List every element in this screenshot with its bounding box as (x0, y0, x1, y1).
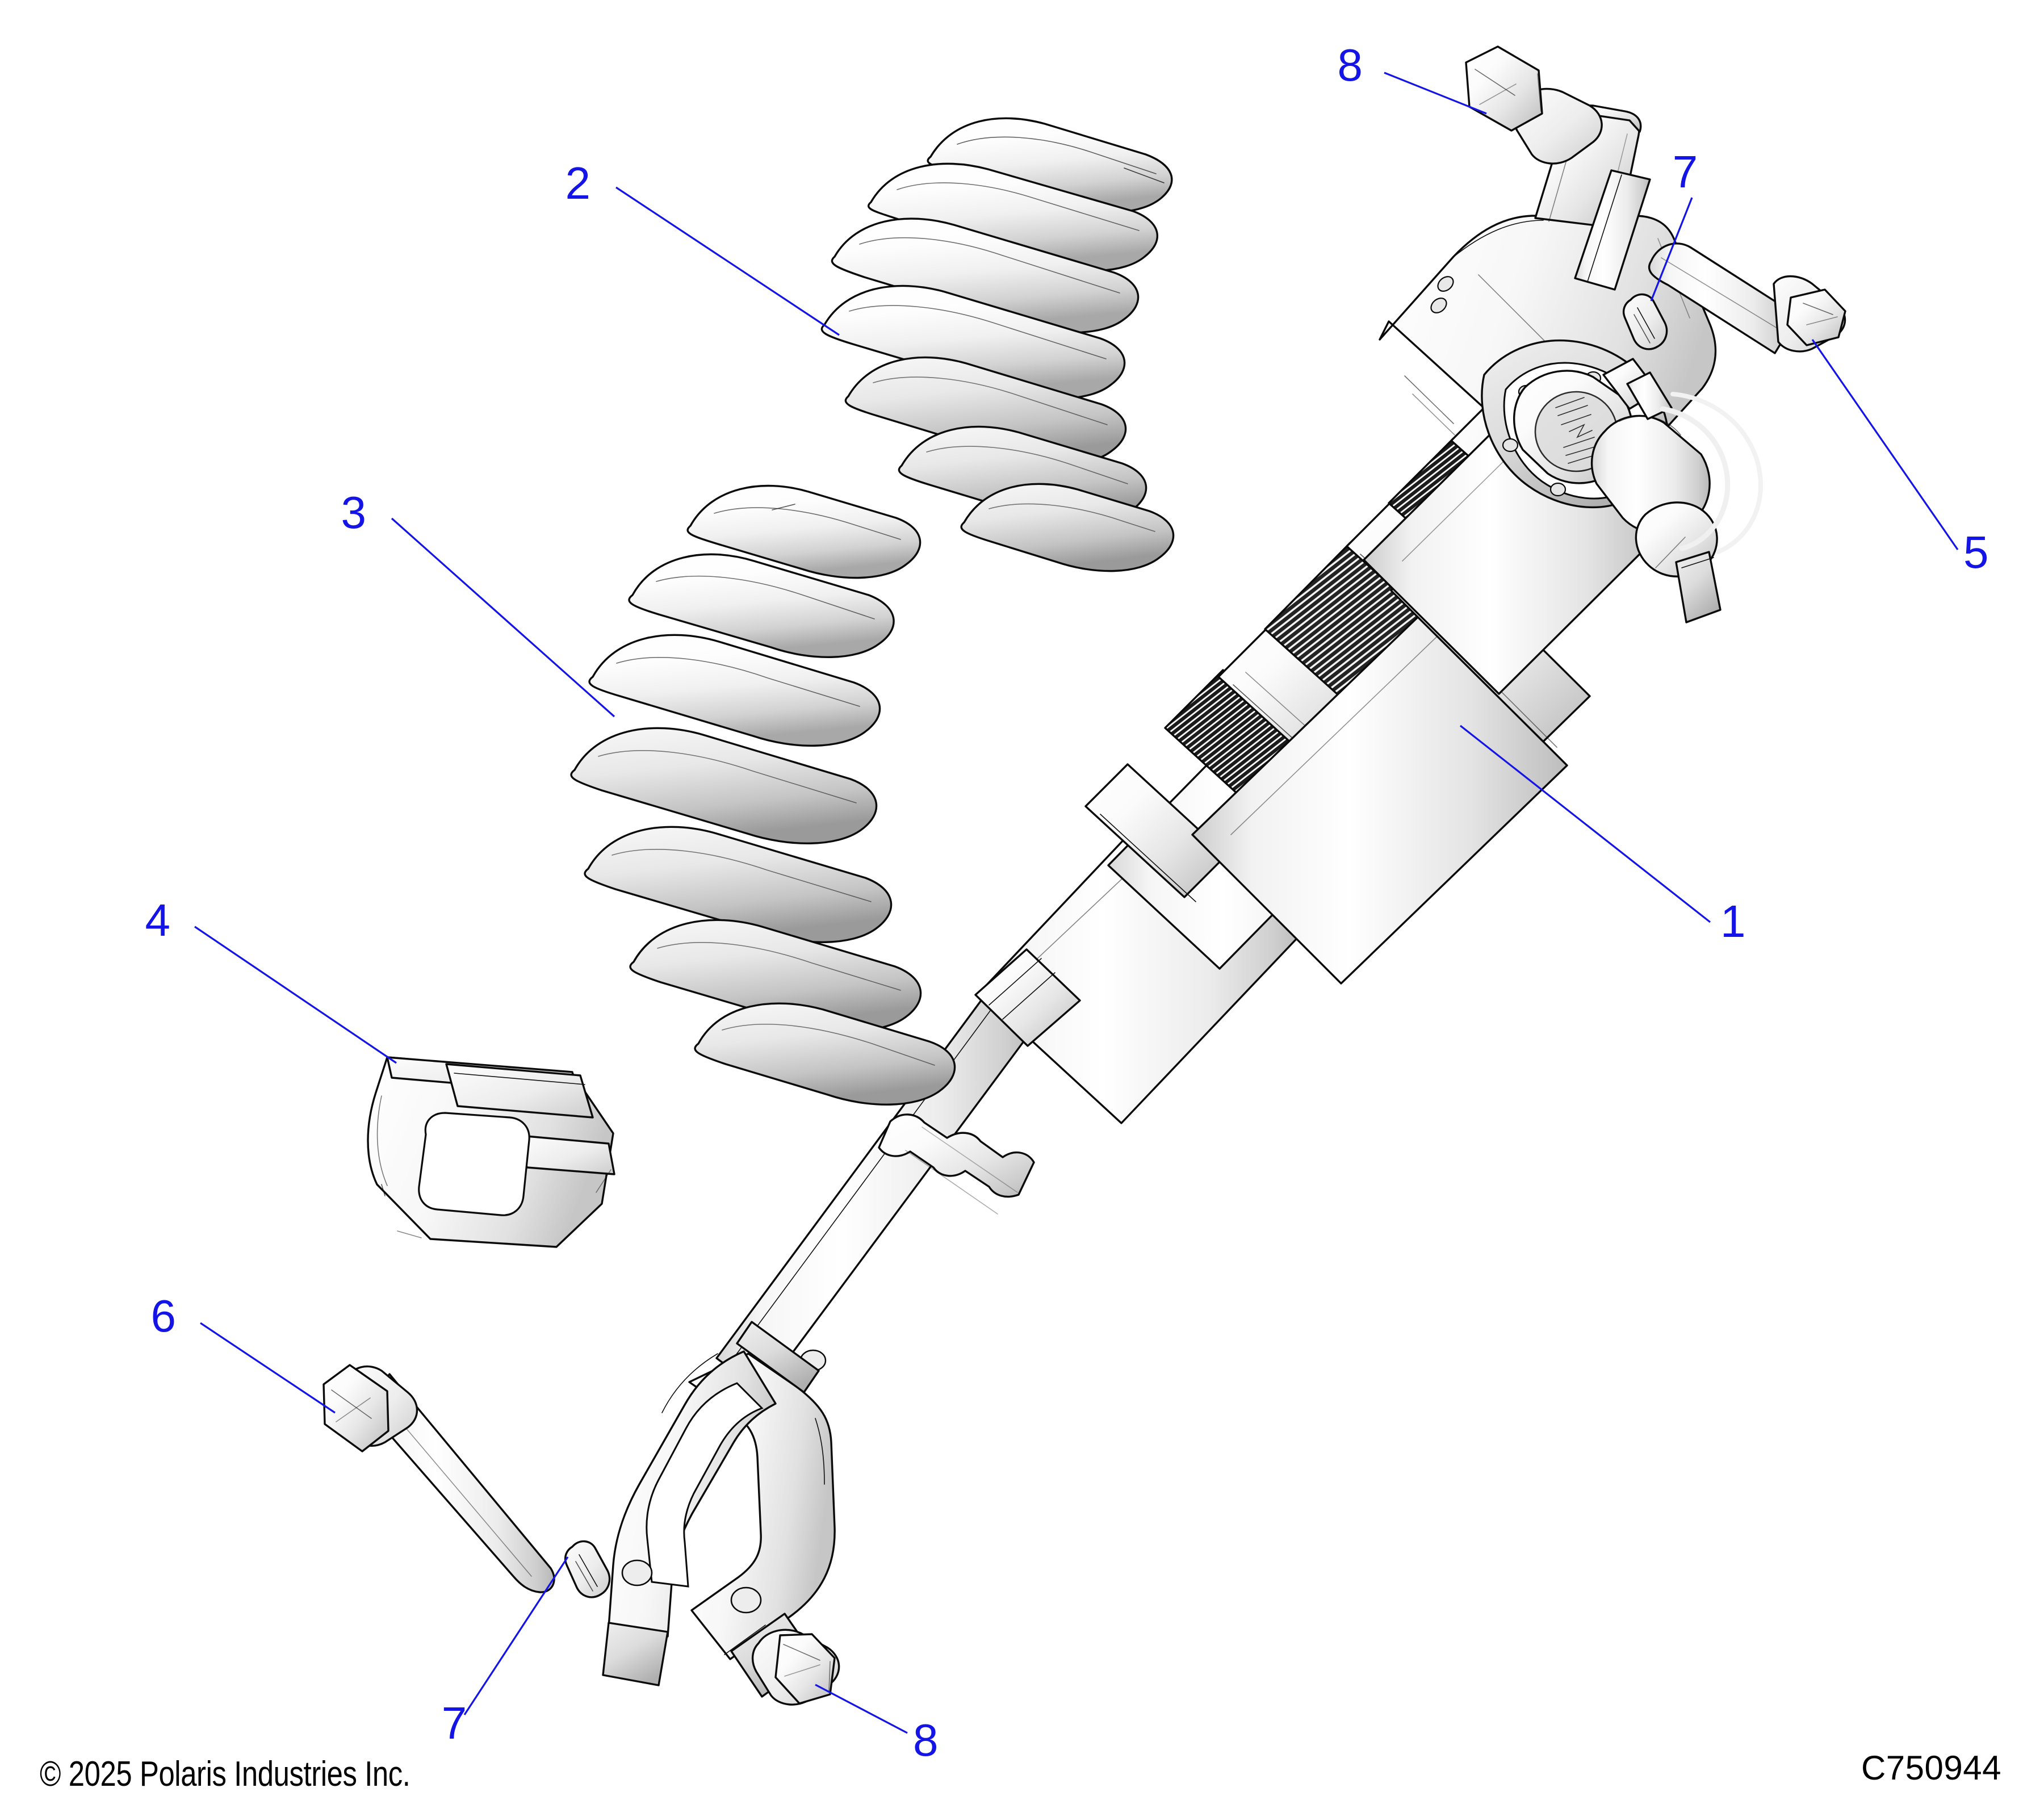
fork-pivot-hole-right (730, 1586, 762, 1614)
housing-boss-hole-1 (1437, 276, 1454, 292)
callout-2-leader (615, 186, 840, 336)
callout-8-upper-label: 8 (1338, 40, 1363, 90)
callout-3-label: 3 (341, 487, 367, 538)
upper-coil-spring (820, 117, 1175, 572)
callout-7-upper-leader (1650, 197, 1693, 302)
electronic-damping-valve (1481, 339, 1764, 623)
callout-6[interactable]: 6 (151, 1291, 336, 1414)
callout-1-leader (1460, 725, 1711, 923)
callout-5-label: 5 (1963, 527, 1989, 577)
fork-pivot-hole-left (621, 1559, 653, 1586)
valve-flange-hole-4 (1549, 482, 1566, 497)
housing-boss-hole-2 (1430, 298, 1447, 313)
flange-lock-nut-upper (1465, 45, 1603, 165)
callout-6-label: 6 (151, 1291, 177, 1341)
valve-wire-harness (1660, 392, 1764, 554)
callout-4-leader (194, 926, 397, 1064)
upper-mount-bolt (1648, 242, 1846, 354)
lower-clevis-fork (602, 1321, 836, 1698)
copyright-notice: © 2025 Polaris Industries Inc. (40, 1755, 411, 1794)
callout-6-leader (200, 1322, 336, 1414)
callout-8-lower[interactable]: 8 (815, 1684, 939, 1765)
callout-2-label: 2 (566, 158, 591, 208)
valve-adjuster-body (1590, 415, 1722, 623)
callout-4[interactable]: 4 (145, 895, 397, 1064)
callout-3[interactable]: 3 (341, 487, 615, 718)
callout-2[interactable]: 2 (566, 158, 840, 336)
callout-8-lower-leader (815, 1684, 908, 1734)
flat-washer-upper (1622, 293, 1668, 350)
callout-7-lower[interactable]: 7 (442, 1556, 569, 1748)
callout-7-lower-label: 7 (442, 1698, 467, 1748)
callout-8-upper[interactable]: 8 (1338, 40, 1487, 115)
callout-4-label: 4 (145, 895, 171, 945)
lower-mount-bolt (322, 1364, 555, 1593)
callout-1[interactable]: 1 (1460, 725, 1746, 947)
callout-7-upper-label: 7 (1673, 146, 1698, 197)
callout-5[interactable]: 5 (1811, 339, 1989, 577)
drawing-part-number: C750944 (1861, 1749, 2001, 1787)
callout-8-lower-label: 8 (913, 1715, 939, 1765)
shock-absorber-body (602, 104, 1764, 1698)
spring-divider-retainer (367, 1056, 615, 1248)
lower-coil-spring (570, 484, 956, 1106)
callout-3-leader (391, 517, 615, 718)
solenoid-label-marks (1555, 397, 1598, 464)
callout-7-lower-leader (463, 1556, 569, 1715)
callout-1-label: 1 (1720, 896, 1746, 947)
callout-7-upper[interactable]: 7 (1650, 146, 1698, 302)
callout-5-leader (1811, 339, 1959, 550)
callout-8-upper-leader (1384, 72, 1487, 115)
callout-layer: 1 2 3 4 5 6 7 7 (145, 40, 1989, 1765)
valve-flange-hole-3 (1502, 438, 1519, 453)
bump-stop (878, 1113, 1035, 1215)
